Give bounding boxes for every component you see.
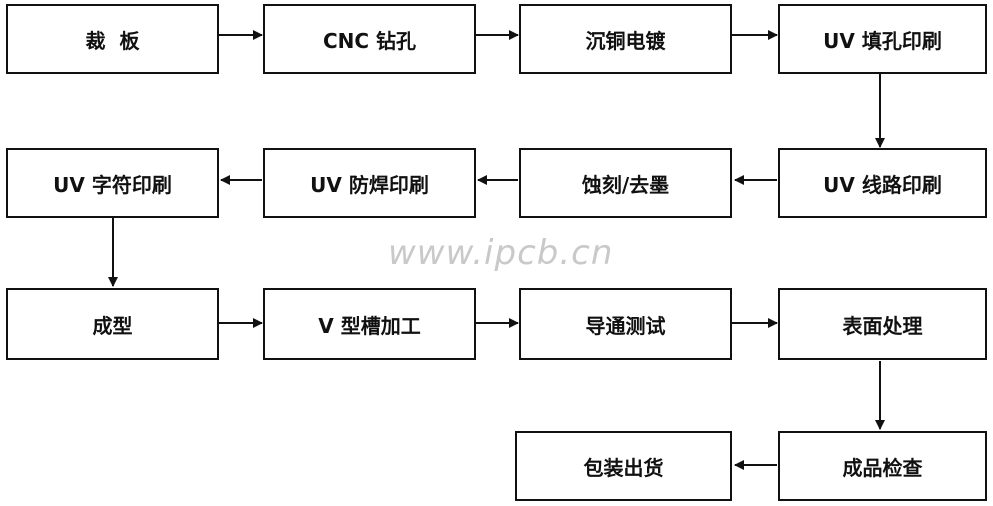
step-label: CNC 钻孔 — [322, 28, 417, 53]
step-label: 成品检查 — [842, 455, 923, 480]
step-label: 蚀刻/去墨 — [581, 172, 670, 197]
step-label: V 型槽加工 — [318, 313, 421, 338]
step-label: 导通测试 — [585, 313, 666, 338]
step-box-routing: 成型 — [6, 288, 219, 360]
step-label: UV 字符印刷 — [53, 172, 172, 197]
step-label: 成型 — [92, 313, 133, 338]
step-label: UV 填孔印刷 — [823, 28, 942, 53]
step-box-uv-circuit-printing: UV 线路印刷 — [778, 148, 987, 218]
step-label: 沉铜电镀 — [585, 28, 666, 53]
step-label: 表面处理 — [842, 313, 923, 338]
step-box-packing-shipping: 包装出货 — [515, 431, 732, 501]
step-label: UV 防焊印刷 — [310, 172, 429, 197]
step-box-surface-finish: 表面处理 — [778, 288, 987, 360]
watermark-text: www.ipcb.cn — [388, 233, 614, 273]
step-box-v-groove: V 型槽加工 — [263, 288, 476, 360]
step-label: 包装出货 — [583, 455, 664, 480]
step-box-etching-stripping: 蚀刻/去墨 — [519, 148, 732, 218]
step-box-cnc-drilling: CNC 钻孔 — [263, 4, 476, 74]
step-box-final-inspection: 成品检查 — [778, 431, 987, 501]
step-box-uv-hole-fill-printing: UV 填孔印刷 — [778, 4, 987, 74]
step-box-continuity-test: 导通测试 — [519, 288, 732, 360]
step-box-uv-legend-printing: UV 字符印刷 — [6, 148, 219, 218]
step-box-uv-solder-mask-printing: UV 防焊印刷 — [263, 148, 476, 218]
step-box-cutting: 裁 板 — [6, 4, 219, 74]
step-label: 裁 板 — [85, 28, 140, 53]
step-label: UV 线路印刷 — [823, 172, 942, 197]
step-box-copper-plating: 沉铜电镀 — [519, 4, 732, 74]
